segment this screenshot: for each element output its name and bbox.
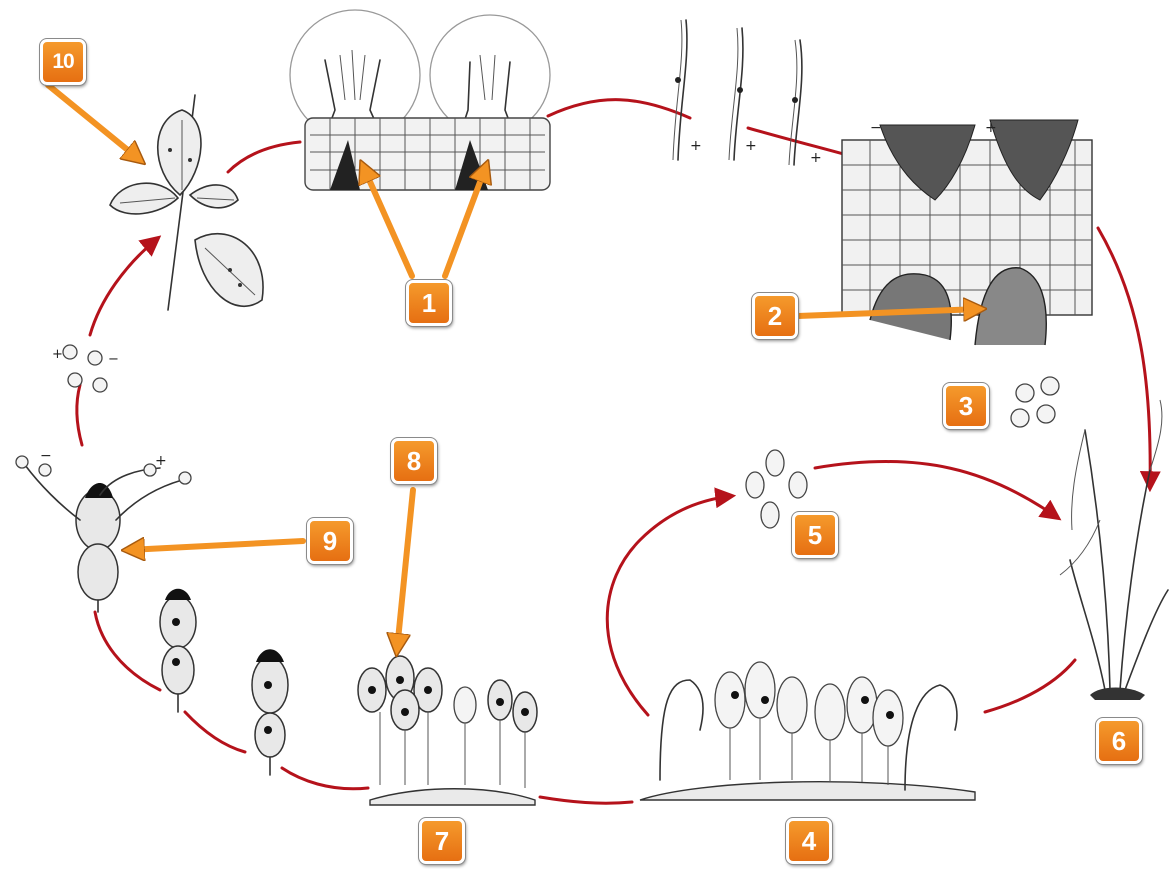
basidium-illustration: − + [16,448,191,612]
svg-text:+: + [985,120,997,136]
label-10: 10 [40,39,86,85]
cycle-arrow-uredinia-to-urediniospores [607,496,732,715]
pointer-arrow-9-to-basidium [128,541,303,550]
svg-text:−: − [40,448,52,464]
label-8: 8 [391,438,437,484]
cycle-arrow-telia-to-teliospore [282,768,368,789]
cycle-arrow-urediniospores-to-grass [815,461,1058,518]
label-6: 6 [1096,718,1142,764]
label-7: 7 [419,818,465,864]
label-2: 2 [752,293,798,339]
cycle-arrow-teliospore-to-basidium [95,612,160,690]
svg-text:−: − [870,120,882,136]
svg-text:+: + [155,453,167,469]
svg-text:+: + [52,347,63,362]
telia-illustration [358,656,537,805]
pointer-arrow-8-to-telium [397,490,413,650]
cycle-arrow-pycnia-to-hyphae [548,100,690,118]
hyphae-illustration: + + + [673,20,822,166]
cycle-arrow-aecia-to-grass [1098,228,1150,488]
pointer-arrow-10-to-leaf [48,85,140,160]
svg-text:+: + [690,138,702,154]
aeciospores-illustration [1011,377,1059,427]
cycle-arrow-basidiospores-to-leaf [90,238,158,335]
grass-plant-illustration [1060,400,1168,700]
svg-text:+: + [745,138,757,154]
cycle-arrow-teliospore-to-teliospore [185,712,245,752]
uredinia-illustration [640,662,975,800]
cycle-arrow-leaf-to-pycnia [228,142,300,172]
pycnia-illustration [290,10,550,190]
svg-text:+: + [810,150,822,166]
basidiospores-illustration: + − [52,345,119,392]
cycle-arrow-uredinia-to-telia [540,797,632,803]
barberry-leaf-illustration [110,95,263,310]
label-5: 5 [792,512,838,558]
svg-text:−: − [108,352,119,367]
cycle-arrow-basidium-to-basidiospores [77,385,82,445]
label-9: 9 [307,518,353,564]
label-1: 1 [406,280,452,326]
label-3: 3 [943,383,989,429]
label-4: 4 [786,818,832,864]
teliospores-illustration [160,589,288,775]
cycle-arrow-grass-to-telia [985,660,1075,712]
